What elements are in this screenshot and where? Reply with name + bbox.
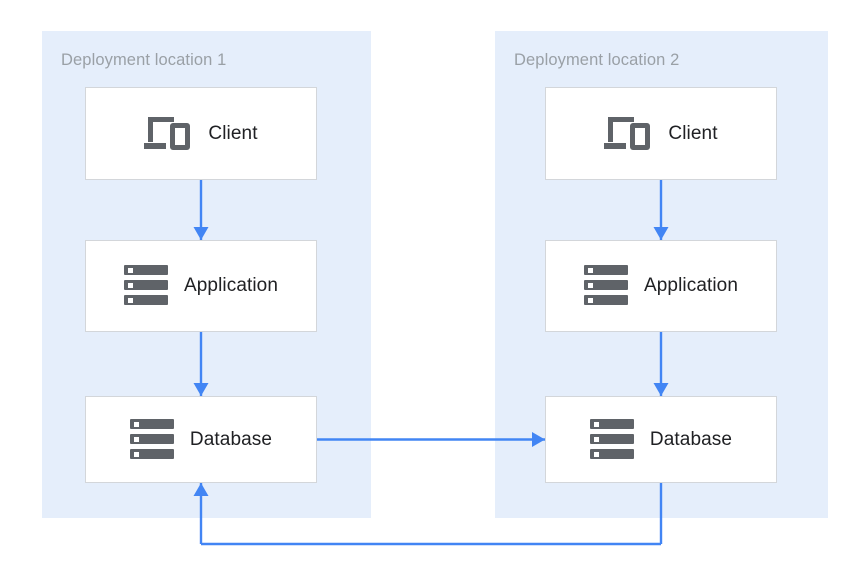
node-client-2[interactable]: Client	[545, 87, 777, 180]
node-application-2[interactable]: Application	[545, 240, 777, 332]
node-client-1[interactable]: Client	[85, 87, 317, 180]
node-label-client-2: Client	[668, 122, 718, 144]
node-label-client-1: Client	[208, 122, 258, 144]
server-icon	[123, 265, 168, 307]
node-label-application-2: Application	[643, 275, 739, 296]
devices-icon	[604, 114, 652, 154]
server-icon	[583, 265, 628, 307]
server-icon	[589, 418, 634, 461]
devices-icon	[144, 114, 192, 154]
node-database-2[interactable]: Database	[545, 396, 777, 483]
node-label-database-1: Database	[189, 428, 273, 450]
node-application-1[interactable]: Application	[85, 240, 317, 332]
node-database-1[interactable]: Database	[85, 396, 317, 483]
node-label-application-1: Application	[183, 275, 279, 296]
region-label-deployment-location-2: Deployment location 2	[514, 51, 680, 69]
region-label-deployment-location-1: Deployment location 1	[61, 51, 227, 69]
node-label-database-2: Database	[649, 428, 733, 450]
server-icon	[129, 418, 174, 461]
